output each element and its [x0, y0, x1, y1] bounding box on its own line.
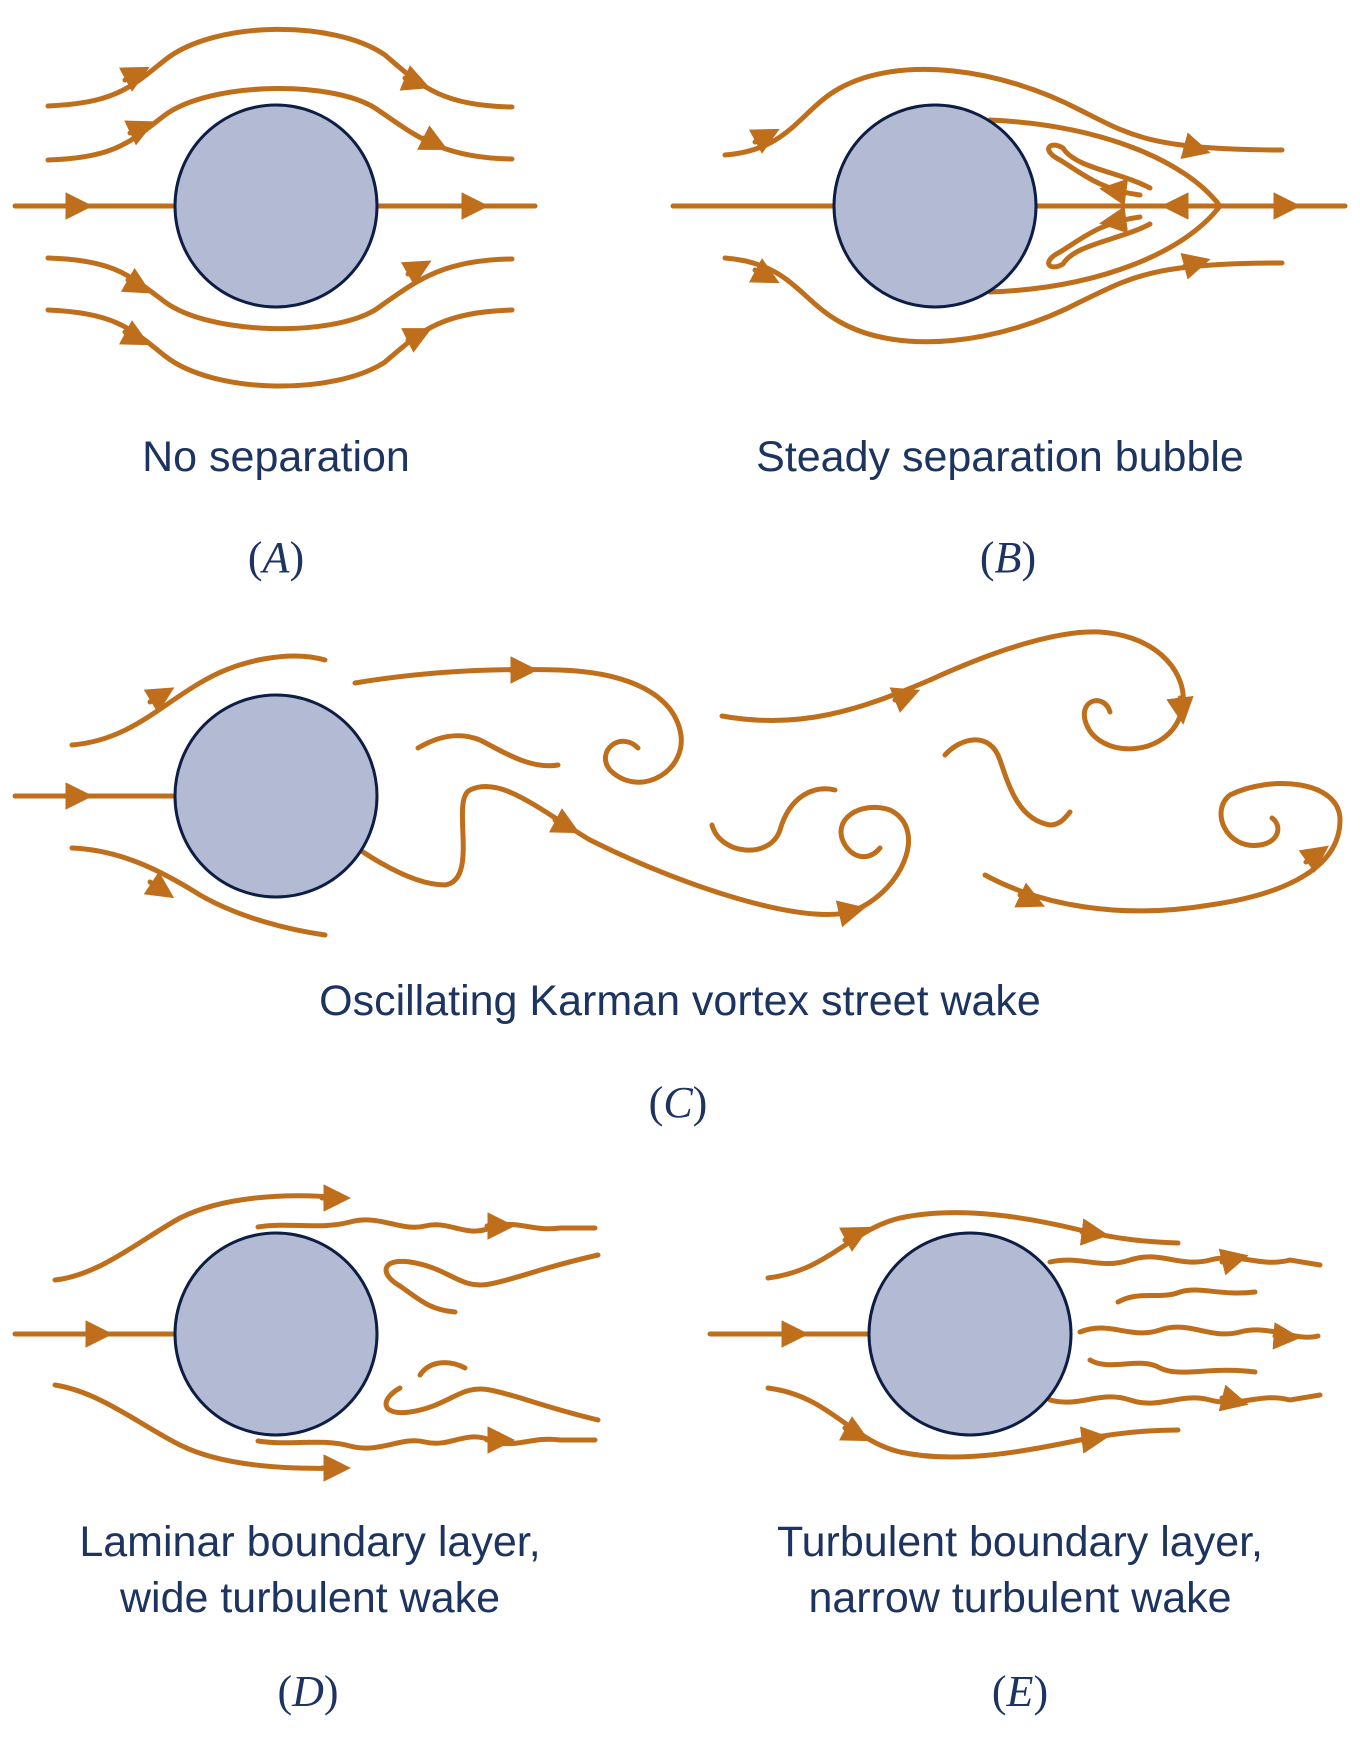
flow-arrow [143, 687, 175, 714]
streamline [69, 845, 328, 938]
streamline [765, 1385, 1181, 1460]
streamline [765, 1210, 1181, 1281]
wake-streamline [982, 781, 1343, 914]
flow-arrow [748, 128, 780, 154]
flow-arrow [1166, 695, 1194, 725]
panel-b-caption: Steady separation bubble [756, 433, 1244, 481]
panel-d-caption-line-1: Laminar boundary layer, [79, 1518, 541, 1566]
flow-arrow [838, 1226, 870, 1252]
flow-arrow [120, 267, 152, 294]
flow-arrow [748, 258, 780, 284]
panel-d-letter-text: D [292, 1667, 324, 1716]
flow-arrow [118, 320, 150, 346]
flow-arrow [1218, 1384, 1249, 1412]
flow-arrow [1099, 206, 1129, 234]
turbulent-wake-fragment [1087, 1357, 1258, 1375]
turbulent-wake-line [1047, 1254, 1323, 1268]
streamline [45, 307, 515, 389]
panel-a-letter-text: A [262, 533, 290, 582]
wake-streamline [352, 667, 684, 785]
wake-streamline [719, 629, 1186, 752]
wake-streamline [357, 783, 911, 917]
panel-c-letter-text: C [663, 1078, 693, 1127]
cylinder [173, 103, 379, 309]
flow-arrow [1272, 1322, 1301, 1350]
flow-arrow [417, 125, 448, 150]
streamline [722, 66, 1285, 158]
wake-fragment [709, 786, 838, 853]
panel-e-diagram [707, 1210, 1323, 1460]
flow-arrow [889, 687, 921, 713]
turbulent-wake-fragment [383, 1385, 601, 1423]
recirculation-eddy [1046, 214, 1153, 270]
panel-d-caption-line-2: wide turbulent wake [119, 1574, 501, 1622]
flow-arrow [1014, 882, 1045, 908]
flow-arrow [1298, 845, 1329, 873]
streamline [45, 26, 515, 110]
wake-fragment [415, 733, 561, 769]
wake-fragment [942, 737, 1073, 828]
panel-e-caption-line-1: Turbulent boundary layer, [776, 1518, 1264, 1566]
flow-arrow [401, 328, 432, 353]
flow-arrow [1079, 1218, 1109, 1246]
separation-bubble-boundary [987, 117, 1224, 295]
streamline [69, 653, 328, 748]
cylinder [173, 1231, 379, 1437]
cylinder [173, 693, 379, 899]
flow-arrow [143, 871, 175, 899]
panel-a-letter: (A) [247, 533, 305, 582]
panel-d-caption: Laminar boundary layer, wide turbulent w… [20, 1514, 600, 1626]
flow-arrow [835, 900, 866, 928]
cylinder [867, 1231, 1073, 1437]
flow-arrow [124, 120, 155, 146]
flow-arrow [1079, 1426, 1109, 1454]
flow-arrow [1180, 132, 1211, 160]
panel-b-letter: (B) [979, 533, 1037, 582]
turbulent-wake-fragment [1115, 1287, 1258, 1305]
turbulent-wake-line [255, 1217, 598, 1234]
panel-b-diagram [670, 66, 1348, 345]
flow-arrow [1218, 1248, 1249, 1276]
flow-arrow [399, 65, 431, 91]
panel-e-caption: Turbulent boundary layer, narrow turbule… [730, 1514, 1310, 1626]
flow-arrow [1180, 252, 1211, 280]
turbulent-wake-line [255, 1434, 598, 1451]
cylinder [832, 103, 1038, 309]
streamline [722, 255, 1285, 345]
panel-c-caption: Oscillating Karman vortex street wake [319, 977, 1041, 1025]
panel-a-caption: No separation [142, 433, 410, 481]
flow-arrow [118, 66, 150, 92]
turbulent-wake-line [1047, 1392, 1323, 1406]
panel-e-letter: (E) [991, 1667, 1049, 1716]
panel-e-caption-line-2: narrow turbulent wake [808, 1574, 1232, 1622]
panel-c-letter: (C) [648, 1078, 708, 1127]
panel-a-diagram [12, 26, 538, 389]
flow-arrow [1099, 178, 1129, 206]
panel-c-diagram [12, 629, 1343, 938]
turbulent-wake-fragment [397, 1283, 458, 1315]
panel-d-letter: (D) [277, 1667, 339, 1716]
turbulent-wake-fragment [383, 1252, 601, 1289]
panel-b-letter-text: B [994, 533, 1022, 582]
flow-arrow [548, 808, 580, 834]
turbulent-wake-fragment [417, 1360, 468, 1378]
flow-arrow [400, 260, 432, 287]
streamline [52, 1382, 348, 1471]
panel-d-diagram [12, 1184, 601, 1482]
streamline [52, 1193, 348, 1283]
flow-arrow [838, 1416, 870, 1442]
panel-e-letter-text: E [1006, 1667, 1034, 1716]
recirculation-eddy [1046, 142, 1153, 198]
